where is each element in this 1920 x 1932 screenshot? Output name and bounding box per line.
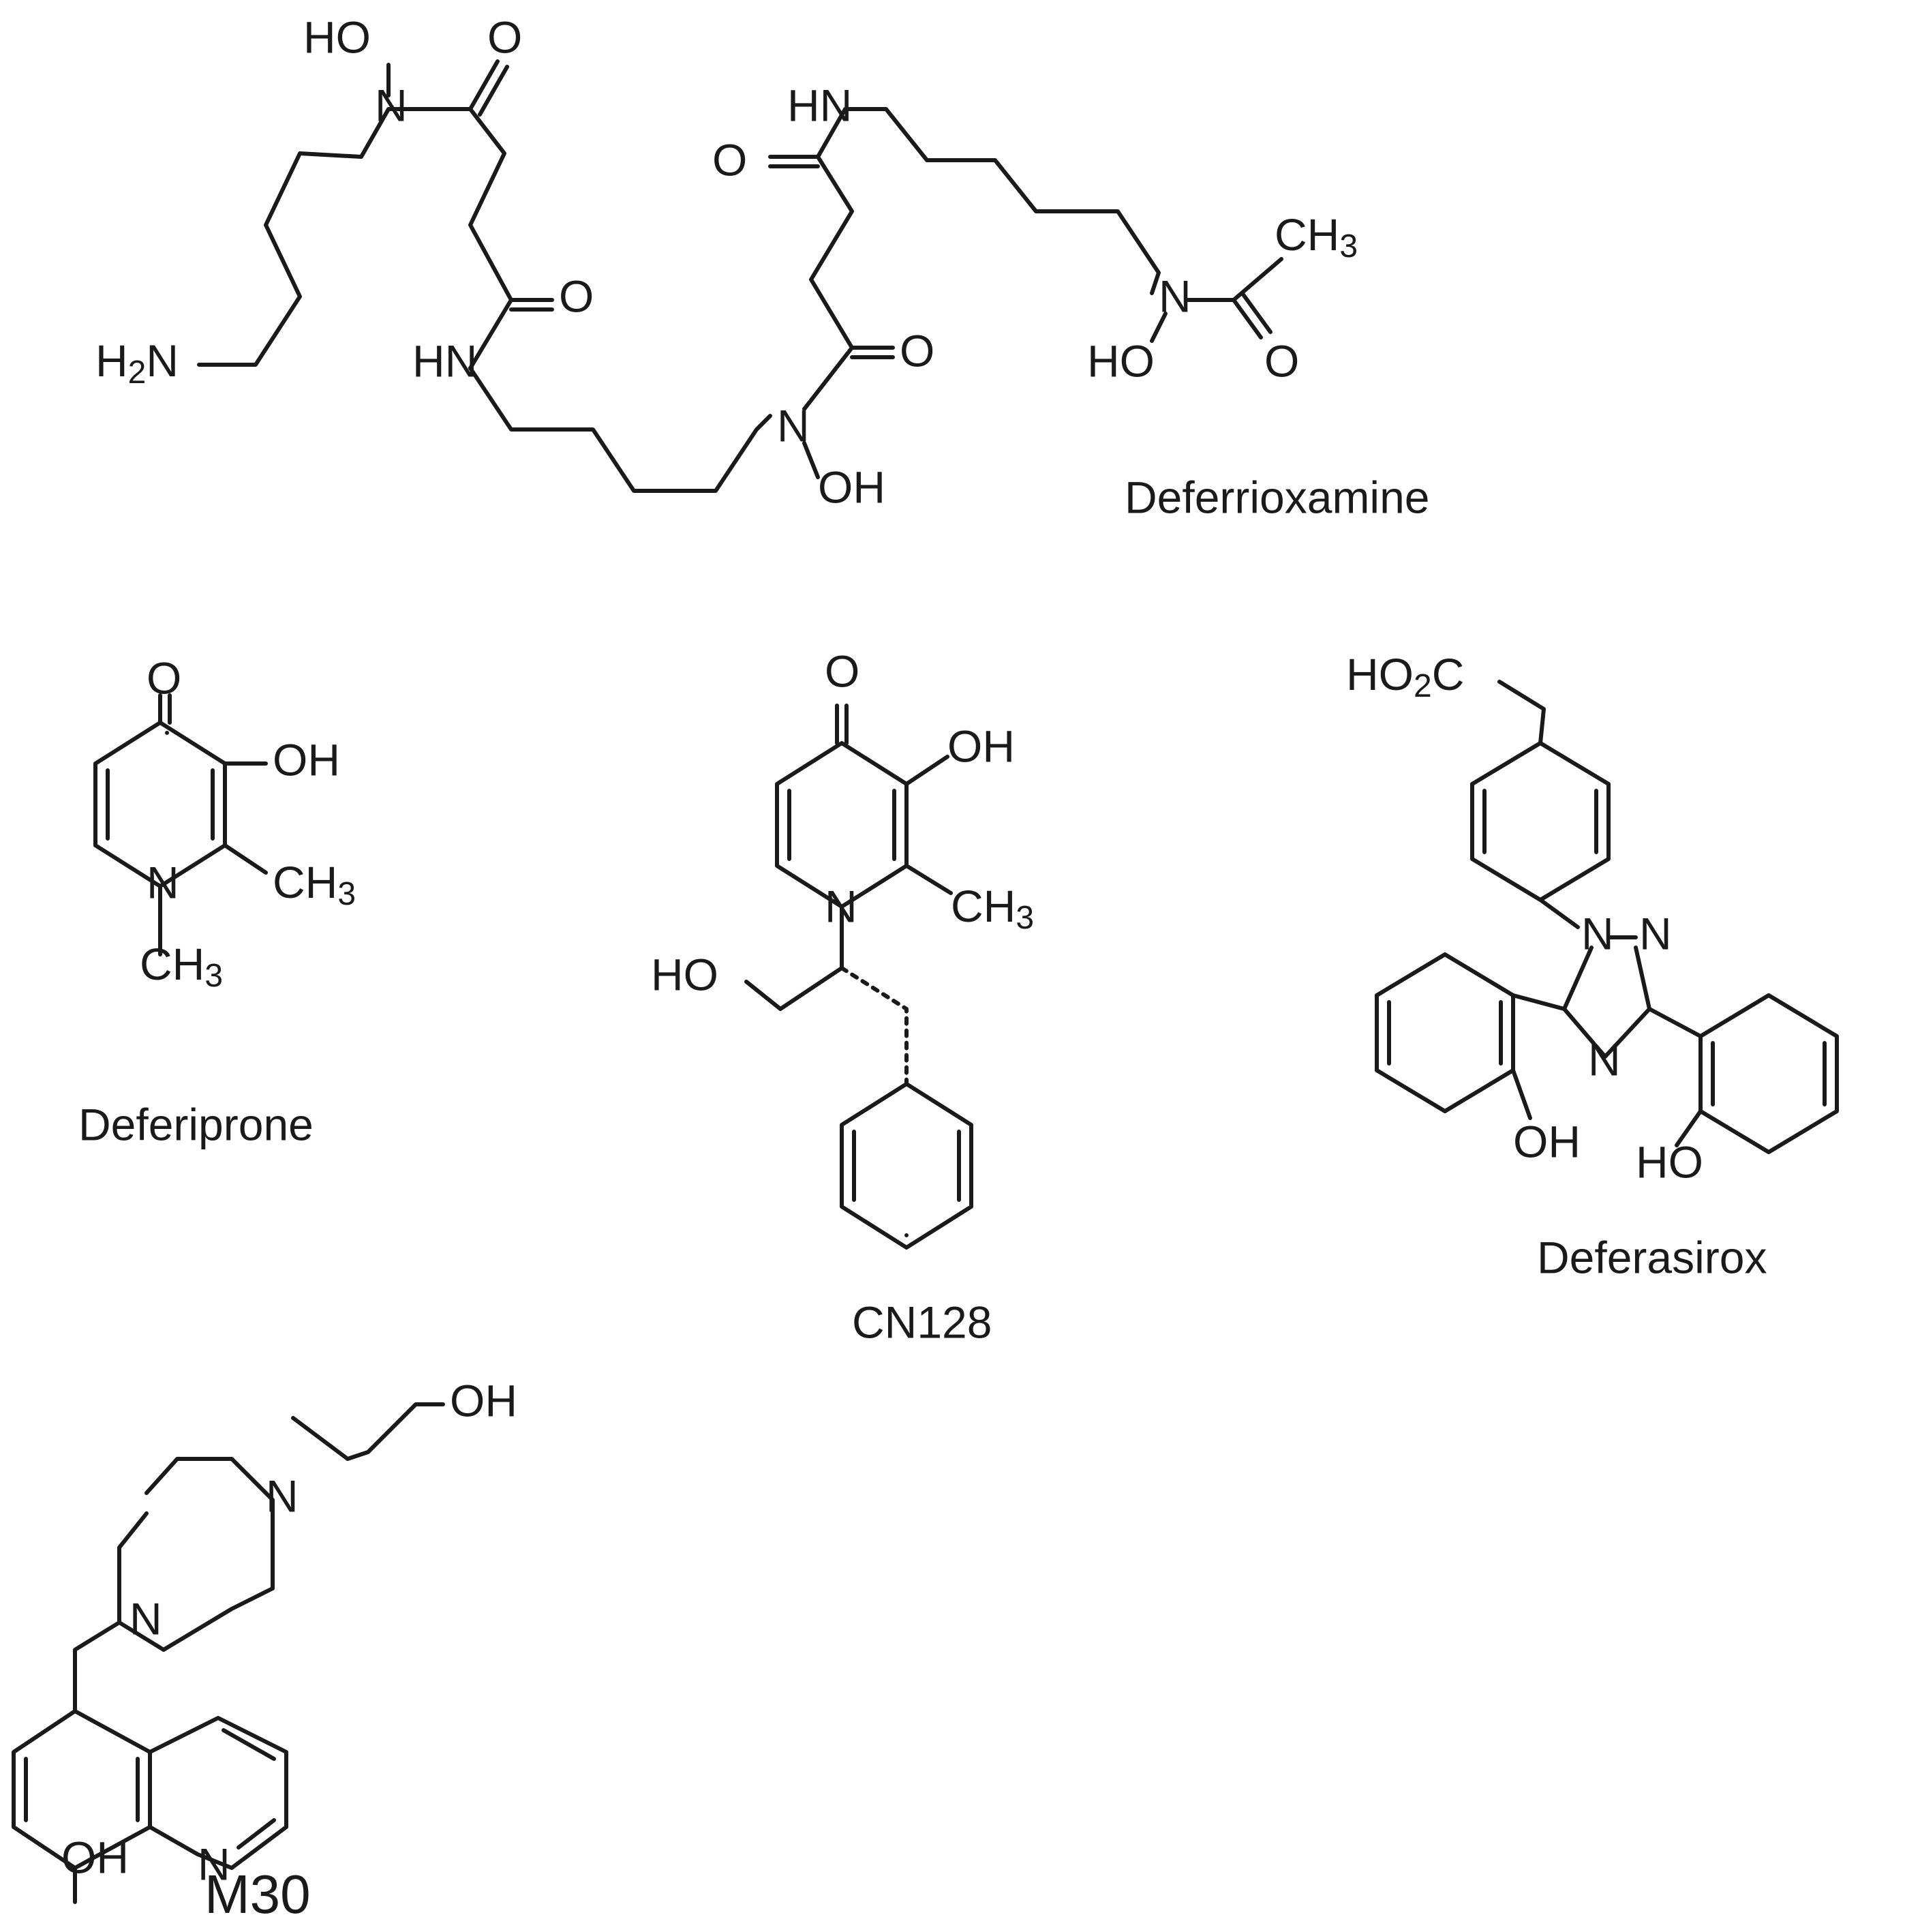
atom-label: HN: [412, 335, 477, 386]
compound-name: Deferiprone: [78, 1099, 314, 1149]
cn128-atom-labels: O OH N CH3 HO: [651, 646, 1034, 999]
deferrioxamine-bonds: [197, 59, 1283, 493]
atom-label: HO: [303, 12, 371, 62]
atom-label: HO: [651, 949, 718, 999]
atom-label: OH: [273, 734, 340, 785]
deferrioxamine-structure: HO N O O H2N HN HN O O O N OH CH3 N HO O…: [95, 12, 1430, 522]
atom-label: N: [375, 80, 408, 130]
atom-label: N: [266, 1470, 299, 1521]
deferiprone-structure: O OH N CH3 CH3 Deferiprone: [78, 652, 356, 1149]
atom-label: N: [147, 857, 179, 907]
atom-label: HO: [1087, 335, 1155, 386]
atom-label: CH3: [140, 939, 223, 993]
atom-label: N: [198, 1839, 230, 1889]
deferiprone-bonds: [93, 693, 268, 956]
deferrioxamine-atom-labels: HO N O O H2N HN HN O O O N OH CH3 N HO O: [95, 12, 1358, 512]
m30-bonds: [12, 1402, 445, 1904]
atom-label: CH3: [1275, 209, 1358, 264]
atom-label: OH: [1513, 1116, 1581, 1166]
compound-name: Deferasirox: [1537, 1232, 1767, 1282]
compound-name: Deferrioxamine: [1125, 472, 1430, 522]
atom-label: N: [1159, 271, 1191, 321]
deferiprone-atom-labels: O OH N CH3 CH3: [140, 652, 356, 993]
atom-label: O: [900, 325, 934, 376]
m30-structure: N N OH N OH M30: [12, 1375, 517, 1925]
atom-label: HN: [787, 80, 852, 130]
atom-label: N: [825, 881, 857, 931]
atom-label: CH3: [273, 857, 356, 911]
atom-label: CH3: [951, 881, 1034, 935]
atom-label: O: [147, 652, 181, 703]
atom-label: N: [1581, 908, 1614, 959]
cn128-bonds: [744, 704, 973, 1250]
atom-label: H2N: [95, 335, 179, 390]
atom-label: O: [712, 134, 747, 185]
compound-name: CN128: [852, 1297, 992, 1347]
atom-label: O: [487, 12, 522, 62]
deferasirox-structure: HO2C N N N OH HO Deferasirox: [1346, 649, 1839, 1282]
deferasirox-atom-labels: HO2C N N N OH HO: [1346, 649, 1703, 1187]
atom-label: OH: [450, 1375, 517, 1425]
atom-label: O: [1264, 335, 1299, 386]
atom-label: OH: [818, 462, 885, 512]
atom-label: OH: [947, 721, 1015, 771]
atom-label: N: [1588, 1034, 1621, 1085]
atom-label: O: [559, 271, 594, 321]
atom-label: N: [1639, 908, 1672, 959]
atom-label: N: [777, 400, 810, 451]
atom-label: HO: [1636, 1136, 1703, 1187]
m30-atom-labels: N N OH N OH: [61, 1375, 517, 1889]
atom-label: N: [129, 1593, 162, 1644]
deferasirox-bonds: [1375, 680, 1839, 1154]
atom-label: O: [825, 646, 859, 696]
compound-name: M30: [204, 1864, 311, 1925]
atom-label: HO2C: [1346, 649, 1464, 704]
atom-label: OH: [61, 1832, 129, 1882]
cn128-structure: O OH N CH3 HO CN128: [651, 646, 1034, 1347]
